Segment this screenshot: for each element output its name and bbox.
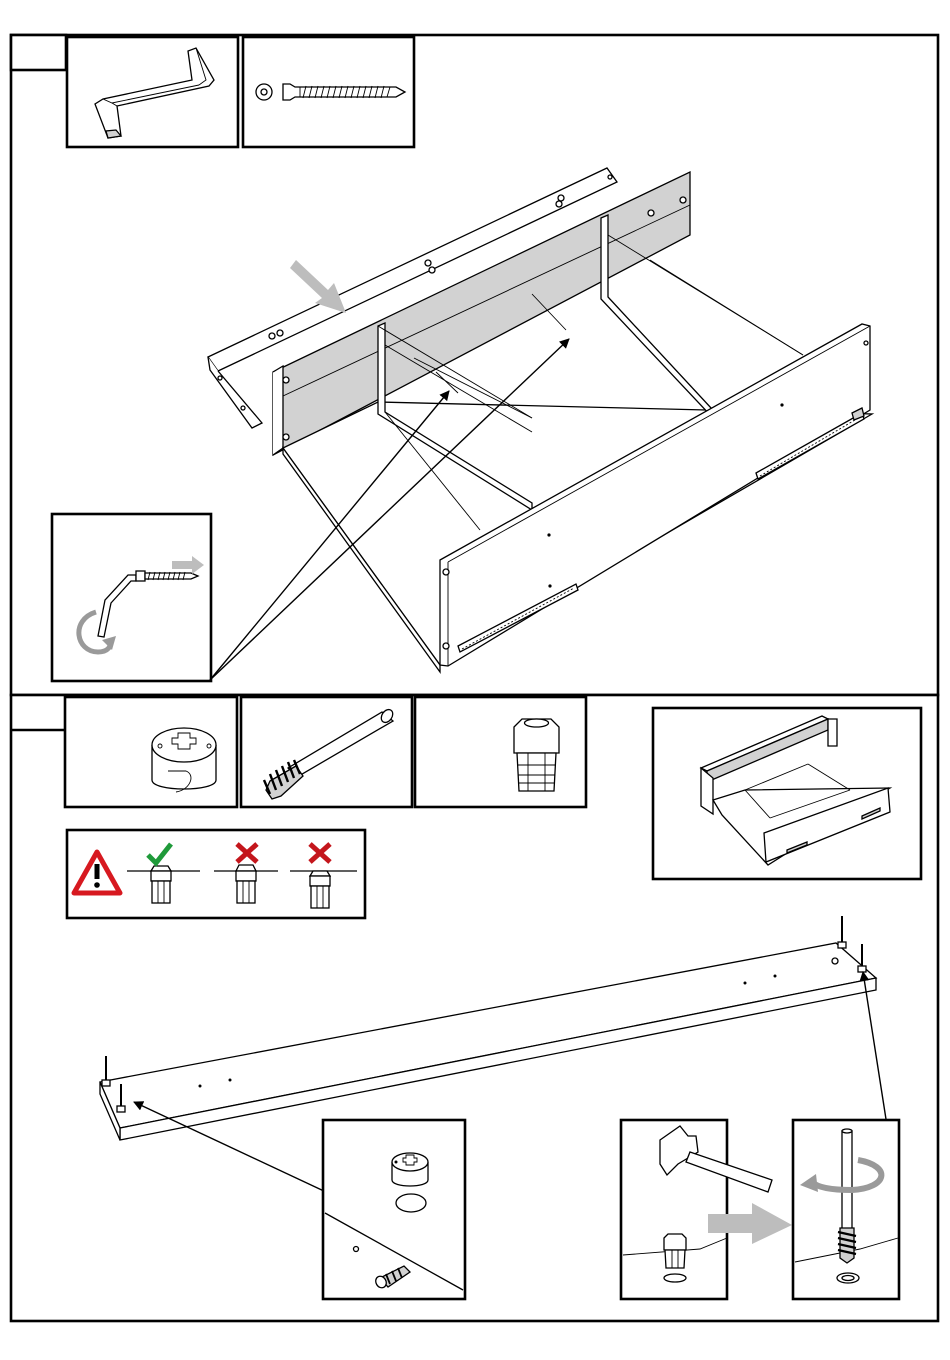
screw-icon xyxy=(283,84,405,100)
step-1-number-box xyxy=(11,35,66,70)
dowel-insert-icon xyxy=(514,719,559,791)
detail-cam-lock-fitting xyxy=(323,1120,465,1299)
part-box-screw xyxy=(243,37,414,147)
part-box-allen-key xyxy=(67,37,238,147)
cam-lock-icon xyxy=(152,728,216,792)
assembled-preview-box xyxy=(653,708,921,879)
dowel-insert-icon xyxy=(664,1234,686,1268)
washer-icon xyxy=(256,84,272,100)
screw-icon xyxy=(136,571,198,581)
part-box-cam-bolt xyxy=(241,697,412,807)
detail-bolt-screwing xyxy=(793,1120,899,1299)
part-box-cam-lock xyxy=(65,697,237,807)
warning-box xyxy=(67,830,365,918)
part-box-dowel-insert xyxy=(415,697,586,807)
cam-lock-icon xyxy=(392,1153,428,1186)
